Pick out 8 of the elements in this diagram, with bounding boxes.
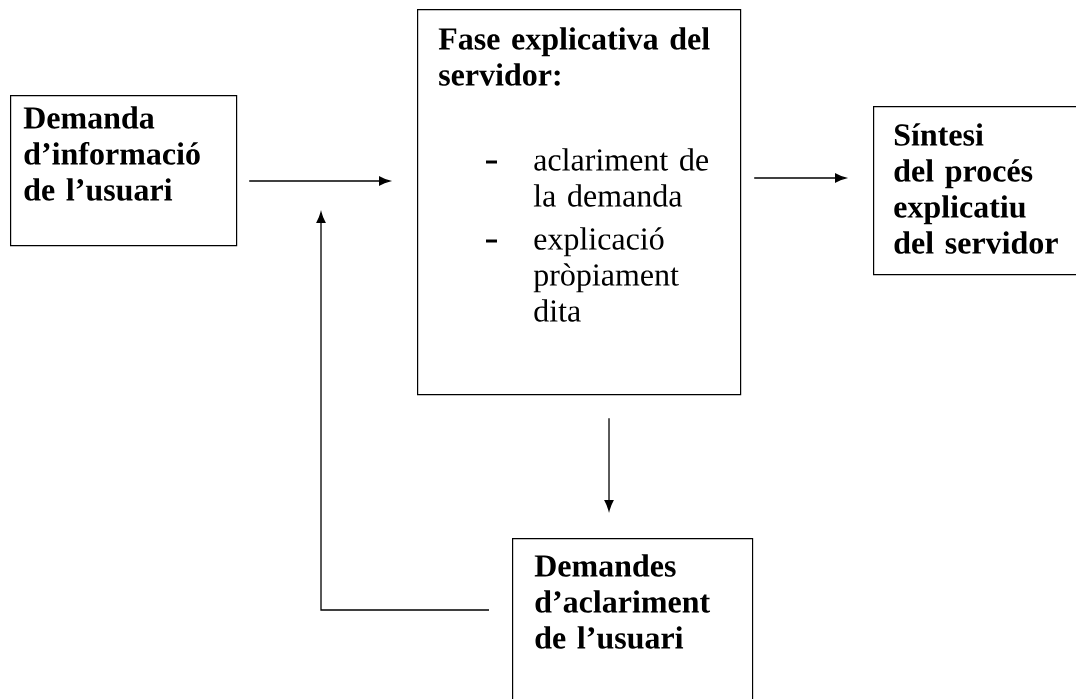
process-box: Fase explicativa del servidor: aclariment de la demanda explicació pròpiament dita [417, 9, 742, 396]
arrow [753, 173, 847, 183]
arrow [604, 417, 614, 512]
arrow [248, 176, 391, 186]
process-box: Demandes d’aclariment de l’usuari [512, 538, 754, 699]
arrow [316, 211, 490, 611]
process-box: Síntesi del procés explicatiu del servidor [873, 106, 1076, 276]
process-box: Demanda d’informació de l’usuari [10, 95, 238, 247]
